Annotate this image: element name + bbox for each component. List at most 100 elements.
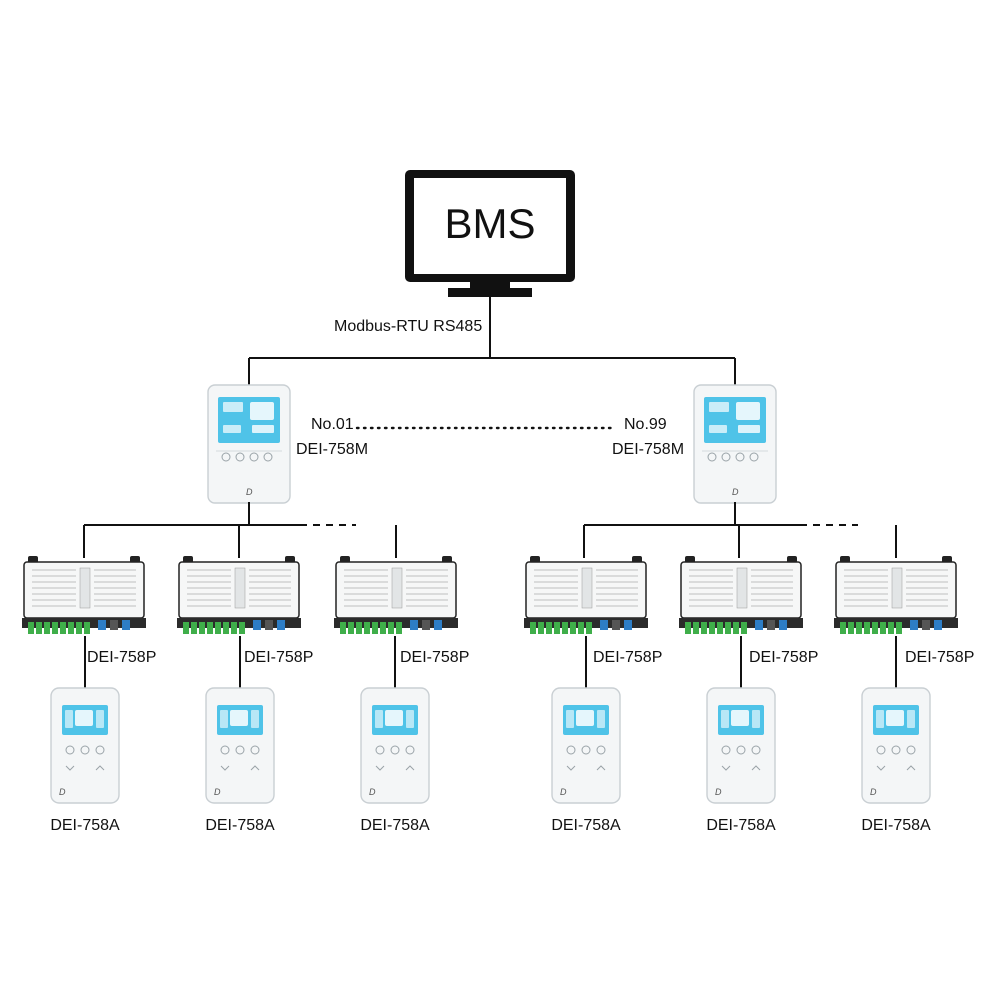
thermostat-button-icon (581, 745, 591, 755)
board-terminal (372, 622, 378, 634)
thermostat-3-model: DEI-758A (360, 817, 430, 834)
thermostat-button-icon (250, 745, 260, 755)
board-terminal (856, 622, 862, 634)
thermostat-1-model: DEI-758A (50, 817, 120, 834)
board-connector (98, 620, 106, 630)
thermostat-lcd-mode (907, 710, 915, 728)
bus-wires (248, 297, 736, 385)
thermostat-button-icon (220, 745, 230, 755)
master-button-icon (221, 452, 231, 462)
thermostat-lcd-icons (566, 710, 574, 728)
power-unit-1-model: DEI-758P (87, 649, 156, 666)
master-lcd-icons (223, 402, 243, 412)
thermostat-lcd-mode (597, 710, 605, 728)
master-button-icon (721, 452, 731, 462)
master-lcd-digits (250, 402, 274, 420)
thermostat-5: D (706, 687, 776, 804)
power-unit-2-model: DEI-758P (244, 649, 313, 666)
master-1-number: No.01 (311, 416, 354, 433)
master-logo-icon: D (246, 487, 253, 497)
board-connector (910, 620, 918, 630)
board-relay (234, 567, 246, 609)
board-terminal (207, 622, 213, 634)
master-lcd-status (709, 425, 727, 433)
thermostat-6-model: DEI-758A (861, 817, 931, 834)
master-lcd-status (223, 425, 241, 433)
board-terminal (570, 622, 576, 634)
board-connector (110, 620, 118, 630)
power-unit-4-model: DEI-758P (593, 649, 662, 666)
thermostat-logo-icon: D (214, 787, 221, 797)
thermostat-button-icon (375, 745, 385, 755)
board-terminal (191, 622, 197, 634)
thermostat-button-icon (95, 745, 105, 755)
board-terminal (888, 622, 894, 634)
thermostat-lcd-icons (375, 710, 383, 728)
chevron-down-icon (220, 765, 230, 771)
board-terminal (396, 622, 402, 634)
master-2-model: DEI-758M (612, 441, 684, 458)
board-terminal (239, 622, 245, 634)
thermostat-5-model: DEI-758A (706, 817, 776, 834)
branch-wires (83, 502, 897, 558)
master-2-number: No.99 (624, 416, 667, 433)
board-terminal (693, 622, 699, 634)
thermostat-4: D (551, 687, 621, 804)
board-terminal (223, 622, 229, 634)
thermostat-lcd-icons (721, 710, 729, 728)
power-unit-3 (334, 556, 458, 634)
board-terminal (76, 622, 82, 634)
board-connector (265, 620, 273, 630)
thermostat-lcd-icons (876, 710, 884, 728)
thermostat-2: D (205, 687, 275, 804)
thermostat-lcd-mode (251, 710, 259, 728)
thermostat-button-icon (721, 745, 731, 755)
board-terminal (586, 622, 592, 634)
thermostat-lcd-mode (752, 710, 760, 728)
board-relay (736, 567, 748, 609)
chevron-up-icon (596, 765, 606, 771)
bus-label: Modbus-RTU RS485 (334, 318, 482, 335)
master-button-icon (249, 452, 259, 462)
chevron-down-icon (721, 765, 731, 771)
board-connector (253, 620, 261, 630)
power-unit-3-model: DEI-758P (400, 649, 469, 666)
thermostat-logo-icon: D (59, 787, 66, 797)
board-terminal (60, 622, 66, 634)
thermostat-button-icon (891, 745, 901, 755)
board-terminal (348, 622, 354, 634)
chevron-down-icon (65, 765, 75, 771)
thermostat-lcd-digits (886, 710, 904, 726)
board-terminal (388, 622, 394, 634)
thermostat-lcd-icons (65, 710, 73, 728)
thermostat-2-model: DEI-758A (205, 817, 275, 834)
board-connector (779, 620, 787, 630)
board-terminal (546, 622, 552, 634)
power-unit-6 (834, 556, 958, 634)
board-terminal (717, 622, 723, 634)
thermostat-logo-icon: D (369, 787, 376, 797)
thermostat-logo-icon: D (560, 787, 567, 797)
master-button-icon (235, 452, 245, 462)
thermostat-button-icon (65, 745, 75, 755)
chevron-up-icon (751, 765, 761, 771)
board-terminal (725, 622, 731, 634)
board-terminal (872, 622, 878, 634)
thermostat-6: D (861, 687, 931, 804)
board-connector (277, 620, 285, 630)
power-unit-1 (22, 556, 146, 634)
board-terminal (356, 622, 362, 634)
power-unit-2 (177, 556, 301, 634)
chevron-down-icon (876, 765, 886, 771)
board-terminal (701, 622, 707, 634)
thermostat-1: D (50, 687, 120, 804)
board-terminal (840, 622, 846, 634)
thermostat-logo-icon: D (870, 787, 877, 797)
board-terminal (741, 622, 747, 634)
board-terminal (231, 622, 237, 634)
board-relay (581, 567, 593, 609)
thermostat-3: D (360, 687, 430, 804)
board-connector (922, 620, 930, 630)
